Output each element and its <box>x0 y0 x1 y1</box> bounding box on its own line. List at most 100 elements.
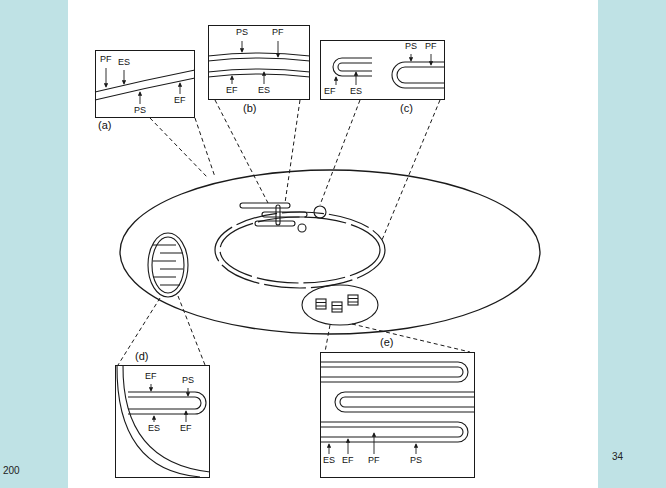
face-label: PF <box>100 55 112 64</box>
inset-letter: (b) <box>243 103 256 114</box>
face-label: ES <box>118 58 130 67</box>
membrane-e-part <box>320 367 463 377</box>
nucleus-envelope-part <box>215 212 385 288</box>
endoplasmic-reticulum-part <box>314 206 326 218</box>
inset-letter: (e) <box>380 337 393 348</box>
mitochondrion <box>148 233 188 297</box>
face-label: PF <box>272 28 284 37</box>
face-pointer-part <box>151 384 152 391</box>
leader-line-part <box>325 324 470 352</box>
face-pointer <box>106 41 431 454</box>
chloroplast-part <box>316 299 358 310</box>
footer-year: 200 <box>3 466 20 476</box>
membrane-c-part <box>392 62 445 88</box>
chloroplast-part <box>316 299 326 309</box>
membrane-d-part <box>128 397 201 409</box>
face-label: EF <box>324 87 336 96</box>
leader-line-part <box>150 118 215 178</box>
inset-box: (d)EFPSESEF <box>115 365 210 478</box>
face-label: PF <box>368 456 380 465</box>
endoplasmic-reticulum-part <box>298 224 306 232</box>
membrane-d <box>117 365 210 477</box>
membrane-b-part <box>208 53 310 56</box>
face-label: EF <box>342 456 354 465</box>
membrane-b <box>208 53 310 77</box>
inset-box: (e)ESEFPFPS <box>320 352 475 478</box>
inset-letter: (a) <box>98 120 111 131</box>
membrane-b-part <box>208 69 310 72</box>
face-pointer-part <box>411 54 412 61</box>
face-pointer-part <box>431 54 432 65</box>
membrane-e-part <box>320 362 468 382</box>
inset-letter: (d) <box>135 351 148 362</box>
face-label: PS <box>134 106 146 115</box>
nucleus-envelope-part <box>220 217 380 283</box>
membrane-d-part <box>117 365 200 477</box>
membrane-c <box>333 58 445 88</box>
leader-line-part <box>118 296 205 365</box>
leader-line-part <box>215 100 300 203</box>
face-pointer-part <box>180 83 181 94</box>
face-pointer-part <box>264 72 265 84</box>
face-pointer-part <box>278 41 279 57</box>
face-pointer-part <box>348 439 349 454</box>
membrane-e-part <box>340 397 475 407</box>
face-pointer-part <box>416 444 417 454</box>
face-label: ES <box>350 87 362 96</box>
face-label: PS <box>236 28 248 37</box>
mitochondrion-part <box>152 237 184 293</box>
mitochondrion-part <box>148 233 188 297</box>
face-pointer-part <box>140 92 141 104</box>
leader-line-part <box>320 100 440 240</box>
membrane-c-part <box>397 67 445 83</box>
membrane-e-part <box>335 392 475 412</box>
membrane-e-part <box>320 422 468 442</box>
membrane-b-part <box>208 58 310 61</box>
face-pointer-part <box>188 388 189 396</box>
face-label: ES <box>323 456 335 465</box>
chloroplast <box>302 285 378 325</box>
mitochondrion-part <box>153 245 183 285</box>
membrane-c-part <box>338 63 372 71</box>
chloroplast-part <box>348 295 358 305</box>
nucleus-envelope <box>215 212 385 288</box>
face-label: PS <box>182 376 194 385</box>
membrane-b-part <box>208 74 310 77</box>
face-label: ES <box>258 86 270 95</box>
face-pointer-part <box>356 72 357 85</box>
inset-box: (a)PFESEFPS <box>95 50 195 118</box>
face-label: EF <box>145 372 157 381</box>
face-label: ES <box>148 424 160 433</box>
leader-line <box>118 100 470 365</box>
inset-box: (b)PSPFEFES <box>208 25 310 100</box>
page-number: 34 <box>612 452 623 462</box>
membrane-d-part <box>128 392 206 414</box>
inset-letter: (c) <box>400 103 413 114</box>
endoplasmic-reticulum-part <box>276 205 280 225</box>
face-pointer-part <box>242 41 243 52</box>
chloroplast-part <box>302 285 378 325</box>
membrane-e-part <box>320 427 463 437</box>
chloroplast-part <box>332 302 342 312</box>
face-pointer-part <box>329 444 330 454</box>
face-label: PF <box>425 42 437 51</box>
membrane-e <box>320 362 475 442</box>
face-label: EF <box>174 96 186 105</box>
membrane-d-part <box>123 365 210 472</box>
face-label: EF <box>180 424 192 433</box>
face-label: EF <box>226 86 238 95</box>
face-pointer-part <box>374 433 375 454</box>
face-pointer-part <box>106 68 107 87</box>
face-label: PS <box>410 456 422 465</box>
face-label: PS <box>405 42 417 51</box>
membrane-c-part <box>333 58 372 76</box>
face-pointer-part <box>232 76 233 84</box>
face-pointer-part <box>124 70 125 84</box>
slide-panel <box>68 0 598 488</box>
face-pointer-part <box>336 77 337 85</box>
face-pointer-part <box>186 411 187 422</box>
inset-box: (c)EFESPSPF <box>320 40 445 100</box>
face-pointer-part <box>154 416 155 422</box>
endoplasmic-reticulum-part <box>240 203 290 208</box>
